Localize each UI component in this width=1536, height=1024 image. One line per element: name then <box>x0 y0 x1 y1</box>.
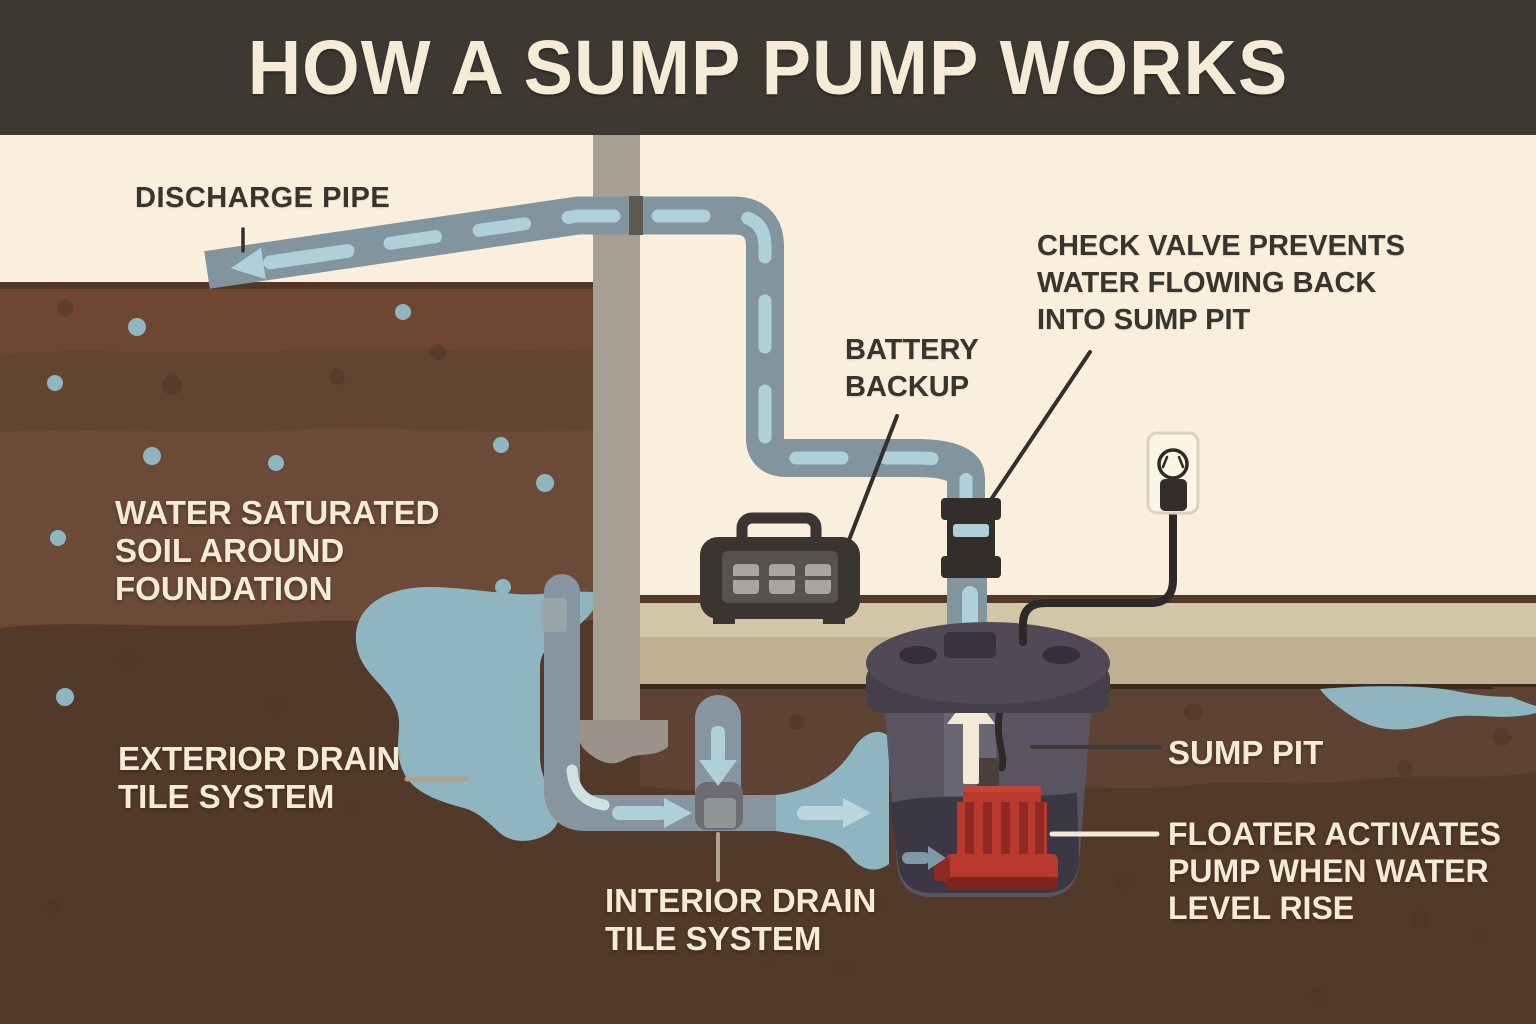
page-title: HOW A SUMP PUMP WORKS <box>247 24 1289 111</box>
wall-footing <box>578 720 668 764</box>
flow-arrow-inflow-icon <box>902 846 946 870</box>
exterior-drain-pipe <box>544 574 796 831</box>
plug-icon <box>1160 479 1187 511</box>
flow-arrow-down-icon <box>699 726 737 786</box>
label-sump-pit: SUMP PIT <box>1168 734 1324 771</box>
drain-flow-arrows <box>566 726 871 828</box>
label-discharge-pipe: DISCHARGE PIPE <box>135 182 391 214</box>
flow-arrow-right-icon <box>612 798 692 828</box>
sump-pump <box>934 758 1058 890</box>
groundwater-dots <box>47 304 554 706</box>
discharge-pipe-run <box>204 196 985 504</box>
pit-lid <box>866 622 1110 704</box>
power-outlet <box>1019 431 1200 646</box>
header-bar: HOW A SUMP PUMP WORKS <box>0 0 1536 135</box>
lid-pipe-collar <box>944 632 996 658</box>
label-water-saturated: WATER SATURATED SOIL AROUND FOUNDATION <box>115 494 440 607</box>
power-cord <box>1019 505 1177 646</box>
groundwater-blob-to-pit <box>776 731 889 870</box>
label-interior-drain: INTERIOR DRAIN TILE SYSTEM <box>605 882 877 957</box>
label-battery-backup: BATTERY BACKUP <box>845 334 979 403</box>
flow-curve-icon <box>566 764 610 811</box>
soil-overhang <box>1492 687 1536 706</box>
sump-pit <box>866 622 1110 897</box>
wall-pipe-sleeve <box>629 196 643 235</box>
label-check-valve: CHECK VALVE PREVENTS WATER FLOWING BACK … <box>1037 230 1405 336</box>
leader-check-valve <box>986 350 1092 506</box>
leader-battery <box>847 414 899 542</box>
battery-backup-unit <box>700 512 860 624</box>
label-exterior-drain: EXTERIOR DRAIN TILE SYSTEM <box>118 740 401 815</box>
flow-arrow-right-icon <box>797 798 871 828</box>
soil-dark-dots <box>45 300 1511 1006</box>
groundwater-blob-right <box>1320 686 1536 730</box>
leader-lines <box>241 227 1162 882</box>
label-floater: FLOATER ACTIVATES PUMP WHEN WATER LEVEL … <box>1168 816 1502 926</box>
check-valve <box>941 498 1001 578</box>
discharge-flow-arrow-icon <box>230 243 355 280</box>
